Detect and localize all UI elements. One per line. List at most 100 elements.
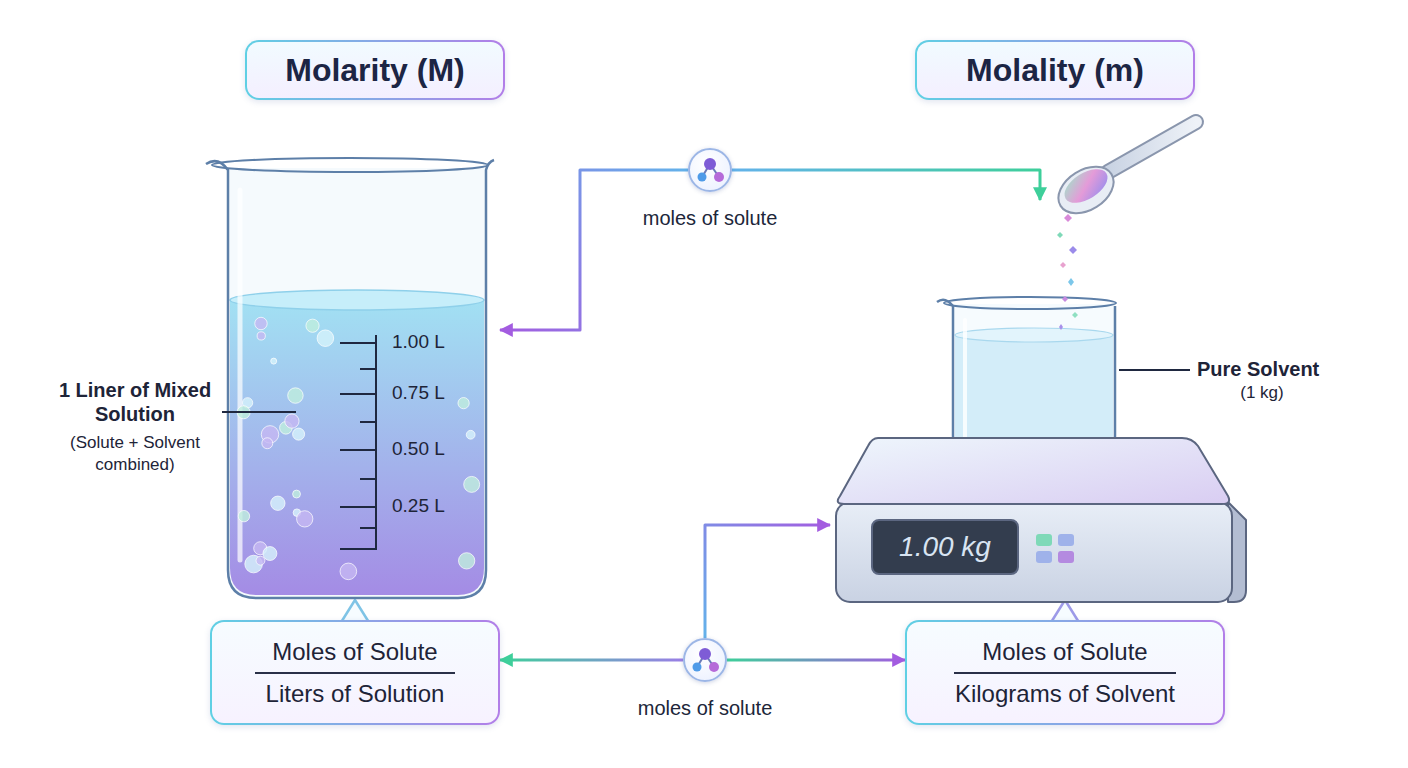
weighing-scale-outline (830, 430, 1250, 610)
drawing-part (340, 393, 376, 395)
molecule-icon-outline (685, 640, 729, 684)
drawing-part (699, 648, 711, 660)
drawing-part (238, 510, 249, 521)
fraction-bar (255, 672, 455, 674)
drawing-part (466, 430, 475, 439)
formula-numerator: Moles of Solute (982, 637, 1147, 667)
heading-box: Molarity (M) (245, 40, 505, 100)
callout-note: (1 kg) (1197, 383, 1327, 403)
drawing-part (230, 300, 484, 595)
drawing-part (256, 556, 265, 565)
flow-arrow (727, 659, 905, 662)
formula-box: Moles of SoluteLiters of Solution (210, 620, 500, 725)
drawing-part (340, 563, 357, 580)
scoop-bowl (1050, 157, 1122, 223)
drawing-part (704, 158, 716, 170)
graduation-label: 0.50 L (392, 438, 445, 461)
drawing-part (271, 358, 277, 364)
fraction-bar (954, 672, 1175, 674)
drawing-part (1058, 534, 1074, 546)
scoop-handle (1108, 122, 1196, 172)
drawing-part (1068, 278, 1074, 286)
callout-label: 1 Liner of Mixed Solution (55, 378, 215, 426)
drawing-part (458, 553, 474, 569)
drawing-part (222, 411, 296, 413)
graduation-label: 1.00 L (392, 331, 445, 354)
drawing-part (1060, 262, 1066, 268)
drawing-part (1119, 369, 1190, 371)
drawing-part (1069, 246, 1077, 254)
drawing-part (271, 496, 285, 510)
callout-note: (Solute + Solvent combined) (45, 432, 225, 476)
drawing-part (230, 290, 484, 310)
weighing-scale: 1.00 kg (830, 430, 1250, 610)
molecule-icon: moles of solute (688, 148, 732, 192)
drawing-part (238, 190, 243, 560)
graduation-label: 0.75 L (392, 382, 445, 405)
callout-label: Pure Solvent (1197, 357, 1319, 381)
drawing-part (212, 158, 488, 172)
drawing-part (257, 332, 265, 340)
drawing-part (693, 663, 702, 672)
drawing-part (360, 421, 376, 423)
solvent-beaker: Pure Solvent(1 kg) (935, 200, 1125, 462)
drawing-part (360, 368, 376, 370)
flow-arrow (500, 659, 683, 662)
drawing-part (228, 168, 486, 598)
drawing-part (1036, 551, 1052, 563)
drawing-part (955, 335, 1113, 453)
drawing-part (285, 414, 299, 428)
scoop-powder (1059, 162, 1113, 209)
drawing-part (1036, 534, 1052, 546)
drawing-part (360, 478, 376, 480)
drawing-part (288, 388, 303, 403)
drawing-part (297, 511, 313, 527)
heading-text: Molarity (M) (285, 51, 465, 89)
heading-text: Molality (m) (966, 51, 1144, 89)
scoop-handle-edge (1108, 122, 1196, 172)
drawing-part (1057, 232, 1063, 238)
drawing-part (944, 297, 1116, 309)
heading-box: Molality (m) (915, 40, 1195, 100)
icon-label: moles of solute (643, 206, 778, 230)
drawing-part (360, 527, 376, 529)
drawing-part (464, 476, 480, 492)
drawing-part (458, 398, 469, 409)
drawing-part (255, 317, 267, 329)
flow-arrow (705, 525, 830, 638)
drawing-part (293, 428, 305, 440)
molecule-icon-outline (690, 150, 734, 194)
drawing-part (306, 319, 319, 332)
drawing-part (836, 502, 1232, 602)
flow-arrow (500, 170, 688, 330)
drawing-part (963, 320, 967, 438)
drawing-part (293, 490, 301, 498)
solution-beaker: 1 Liner of Mixed Solution(Solute + Solve… (200, 150, 500, 605)
formula-denominator: Liters of Solution (266, 679, 445, 709)
drawing-part (340, 343, 376, 549)
molecule-icon: moles of solute (683, 638, 727, 682)
drawing-part (1059, 324, 1063, 330)
formula-denominator: Kilograms of Solvent (955, 679, 1175, 709)
drawing-part (955, 328, 1113, 342)
drawing-part (340, 548, 376, 550)
flow-arrow (732, 170, 1040, 200)
drawing-part (206, 160, 494, 598)
drawing-part (838, 438, 1229, 504)
icon-label: moles of solute (638, 696, 773, 720)
drawing-part (262, 438, 273, 449)
graduation-label: 0.25 L (392, 495, 445, 518)
drawing-part (714, 172, 724, 182)
drawing-part (1058, 551, 1074, 563)
drawing-part (340, 506, 376, 508)
drawing-part (375, 335, 377, 550)
drawing-part (317, 330, 334, 347)
drawing-part (263, 547, 277, 561)
drawing-part (1064, 214, 1072, 222)
drawing-part (1057, 214, 1078, 330)
drawing-part (698, 173, 707, 182)
drawing-part (709, 662, 719, 672)
formula-numerator: Moles of Solute (272, 637, 437, 667)
solution-beaker-outline (200, 150, 500, 605)
